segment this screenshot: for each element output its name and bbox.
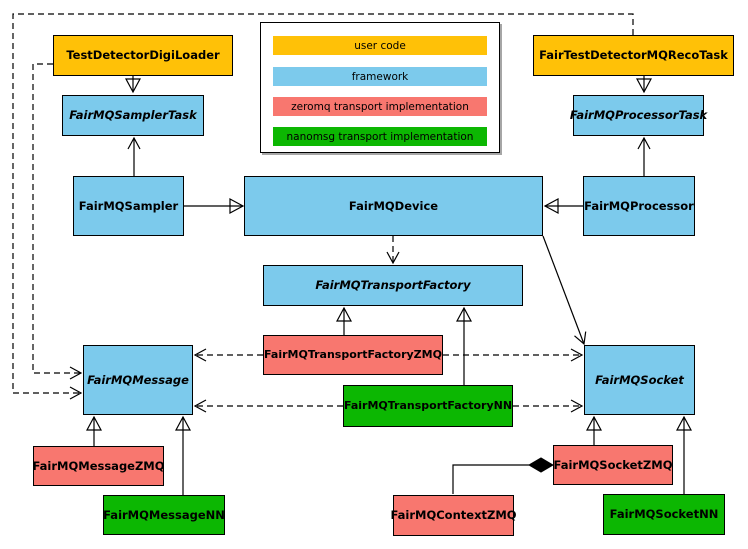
composition-diamond — [528, 457, 554, 473]
class-label: FairMQTransportFactory — [315, 278, 471, 293]
legend-label: framework — [351, 70, 409, 83]
class-label: FairMQSocketZMQ — [553, 457, 673, 472]
legend-item-nanomsg: nanomsg transport implementation — [273, 127, 487, 146]
class-label: FairMQMessageZMQ — [32, 458, 165, 473]
class-label: FairMQDevice — [348, 198, 439, 213]
class-box-fairmqsocket: FairMQSocket — [584, 345, 695, 415]
class-label: FairMQTransportFactoryZMQ — [264, 347, 442, 361]
edge-fairmqdevice-fairmqsocket — [542, 235, 587, 346]
class-label: FairMQSamplerTask — [69, 108, 197, 123]
class-label: FairMQSocketNN — [609, 507, 719, 522]
class-label: FairMQSampler — [78, 198, 179, 213]
class-box-fairmqsocketzmq: FairMQSocketZMQ — [553, 445, 673, 485]
class-box-testdetectordigiloader: TestDetectorDigiLoader — [53, 35, 233, 76]
legend-label: zeromq transport implementation — [291, 100, 469, 113]
legend-label: user code — [354, 39, 406, 52]
class-box-fairmqprocessortask: FairMQProcessorTask — [569, 95, 708, 136]
legend-label: nanomsg transport implementation — [286, 130, 474, 143]
class-label: FairMQProcessor — [584, 198, 694, 213]
legend-item-framework: framework — [273, 67, 487, 86]
class-box-fairtestdetectormqrecotask: FairTestDetectorMQRecoTask — [533, 35, 734, 76]
class-box-fairmqtransportfactorynn: FairMQTransportFactoryNN — [343, 385, 513, 427]
class-box-fairmqmessagezmq: FairMQMessageZMQ — [32, 446, 165, 486]
class-box-fairmqcontextzmq: FairMQContextZMQ — [390, 495, 517, 536]
class-box-fairmqprocessor: FairMQProcessor — [583, 176, 695, 236]
class-label: FairMQContextZMQ — [390, 508, 517, 523]
class-label: FairMQSocket — [595, 372, 684, 387]
class-box-fairmqtransportfactoryzmq: FairMQTransportFactoryZMQ — [263, 335, 443, 375]
class-label: FairMQMessage — [87, 372, 189, 387]
legend-box: user code framework zeromq transport imp… — [260, 22, 500, 153]
class-box-fairmqmessagenn: FairMQMessageNN — [103, 495, 225, 535]
class-box-fairmqsampler: FairMQSampler — [73, 176, 184, 236]
class-label: FairTestDetectorMQRecoTask — [539, 48, 728, 63]
class-box-fairmqsamplertask: FairMQSamplerTask — [62, 95, 204, 136]
legend-item-user-code: user code — [273, 36, 487, 55]
class-label: FairMQProcessorTask — [569, 108, 708, 123]
class-label: FairMQMessageNN — [103, 507, 225, 522]
class-label: FairMQTransportFactoryNN — [343, 398, 513, 412]
class-box-fairmqsocketnn: FairMQSocketNN — [603, 494, 725, 535]
class-box-fairmqdevice: FairMQDevice — [244, 176, 543, 236]
edge-fairmqcontextzmq-fairmqsocketzmq — [452, 464, 529, 494]
legend-item-zeromq: zeromq transport implementation — [273, 97, 487, 116]
class-box-fairmqmessage: FairMQMessage — [83, 345, 193, 415]
class-box-fairmqtransportfactory: FairMQTransportFactory — [263, 265, 523, 306]
class-label: TestDetectorDigiLoader — [66, 48, 220, 63]
